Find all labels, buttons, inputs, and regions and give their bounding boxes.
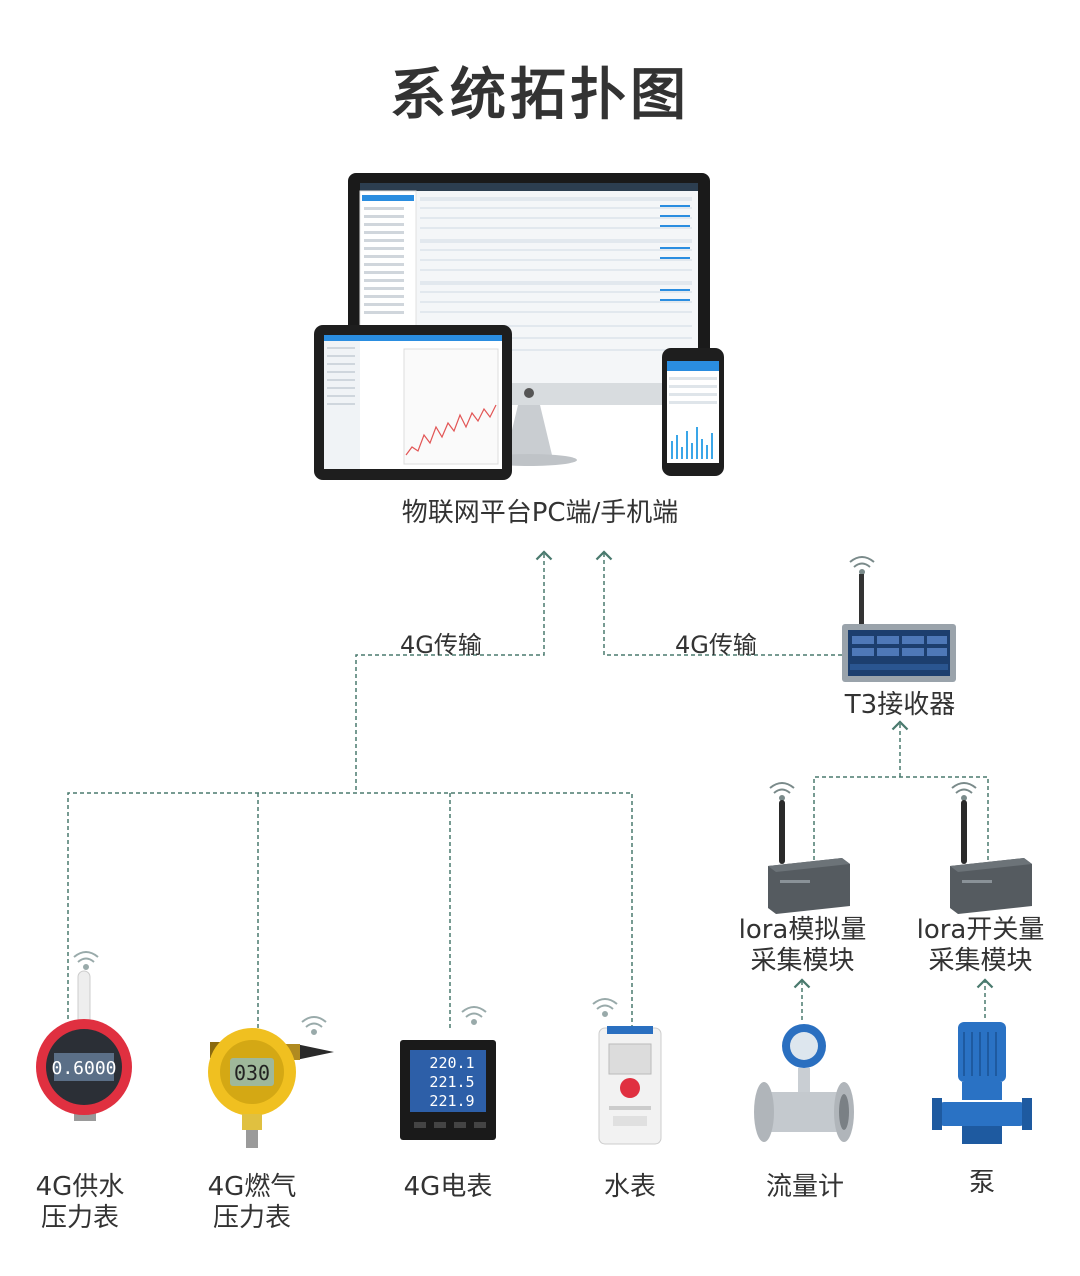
link-label-left: 4G传输 — [400, 631, 482, 659]
receiver-device-icon — [842, 556, 956, 682]
red-gauge-reading: 0.6000 — [51, 1058, 116, 1079]
device-label-electric-meter: 4G电表 — [403, 1172, 493, 1202]
receiver-label: T3接收器 — [844, 690, 956, 720]
meter-reading-3: 221.9 — [429, 1092, 474, 1110]
pump-icon — [932, 1022, 1032, 1144]
yellow-gauge-reading: 030 — [234, 1061, 270, 1085]
device-label-pump: 泵 — [968, 1168, 995, 1198]
lora-analog-module-icon — [768, 782, 850, 914]
pressure-gauge-red-icon: 0.6000 — [36, 951, 132, 1121]
water-meter-icon — [592, 998, 662, 1145]
phone-icon — [662, 348, 724, 476]
device-label-water-pressure: 4G供水 压力表 — [35, 1172, 125, 1233]
device-label-flowmeter: 流量计 — [765, 1172, 844, 1202]
flowmeter-icon — [754, 1024, 854, 1142]
platform-devices-illustration — [314, 173, 724, 480]
platform-label: 物联网平台PC端/手机端 — [401, 498, 679, 528]
meter-reading-2: 221.5 — [429, 1073, 474, 1091]
link-label-right: 4G传输 — [675, 631, 757, 659]
device-label-water-meter: 水表 — [603, 1172, 656, 1202]
electric-meter-icon: 220.1 221.5 221.9 — [400, 1006, 496, 1140]
lora-switch-label: lora开关量 采集模块 — [916, 915, 1045, 976]
page-title: 系统拓扑图 — [390, 63, 690, 128]
tablet-icon — [314, 325, 512, 480]
device-label-gas-pressure: 4G燃气 压力表 — [207, 1172, 297, 1233]
lora-switch-module-icon — [950, 782, 1032, 914]
meter-reading-1: 220.1 — [429, 1054, 474, 1072]
pressure-gauge-yellow-icon: 030 — [208, 1016, 334, 1148]
lora-analog-label: lora模拟量 采集模块 — [738, 915, 867, 976]
